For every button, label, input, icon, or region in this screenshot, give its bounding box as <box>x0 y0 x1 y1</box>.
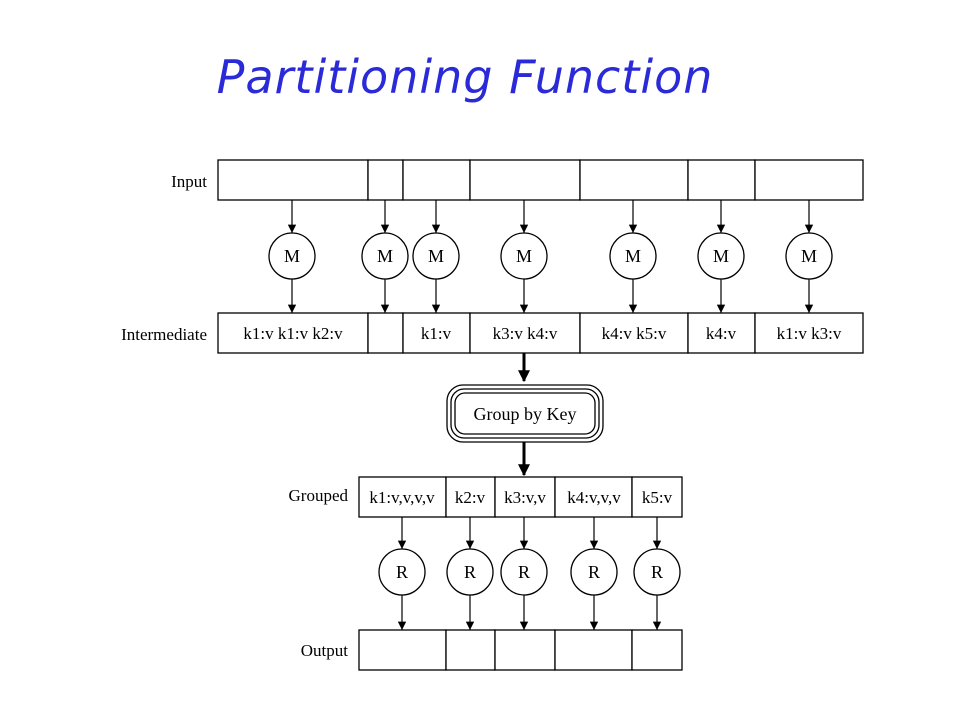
reduce-node: R <box>446 548 494 596</box>
intermediate-cell-text: k4:v k5:v <box>602 324 667 343</box>
reduce-node: R <box>500 548 548 596</box>
intermediate-row: k1:v k1:v k2:v k1:v k3:v k4:v k4:v k5:v … <box>217 312 864 354</box>
map-node-label: M <box>625 246 641 266</box>
map-node: M <box>500 232 548 280</box>
map-node-label: M <box>713 246 729 266</box>
grouped-row: k1:v,v,v,v k2:v k3:v,v k4:v,v,v k5:v <box>358 476 683 518</box>
intermediate-cell <box>217 312 369 354</box>
row-label-grouped: Grouped <box>289 486 349 505</box>
input-cell <box>367 159 404 201</box>
input-row <box>217 159 864 201</box>
group-by-key-node: Group by Key <box>446 384 604 443</box>
intermediate-cell <box>579 312 689 354</box>
map-node: M <box>697 232 745 280</box>
grouped-cell <box>494 476 556 518</box>
grouped-cell <box>358 476 447 518</box>
output-cell <box>358 629 447 671</box>
output-cell <box>554 629 633 671</box>
row-label-input: Input <box>171 172 207 191</box>
input-cell <box>579 159 689 201</box>
reduce-to-output-arrows <box>397 595 662 630</box>
intermediate-cell <box>367 312 404 354</box>
reduce-node: R <box>378 548 426 596</box>
row-label-output: Output <box>301 641 349 660</box>
map-node: M <box>268 232 316 280</box>
output-cell <box>631 629 683 671</box>
row-label-intermediate: Intermediate <box>121 325 207 344</box>
intermediate-cell <box>687 312 756 354</box>
slide-title: Partitioning Function <box>216 50 714 104</box>
map-node: M <box>785 232 833 280</box>
reduce-node-label: R <box>518 562 530 582</box>
reduce-node-label: R <box>464 562 476 582</box>
intermediate-cell-text: k3:v k4:v <box>493 324 558 343</box>
output-cell <box>494 629 556 671</box>
input-cell <box>687 159 756 201</box>
reduce-node: R <box>633 548 681 596</box>
intermediate-cell-text: k4:v <box>706 324 737 343</box>
reduce-node-label: R <box>396 562 408 582</box>
reduce-node: R <box>570 548 618 596</box>
map-node: M <box>609 232 657 280</box>
output-cell <box>445 629 496 671</box>
grouped-cell-text: k2:v <box>455 488 486 507</box>
map-to-intermediate-arrows <box>287 279 814 313</box>
output-row <box>358 629 683 671</box>
map-node-label: M <box>377 246 393 266</box>
reduce-node-label: R <box>588 562 600 582</box>
intermediate-cell <box>754 312 864 354</box>
reduce-node-label: R <box>651 562 663 582</box>
input-cell <box>469 159 581 201</box>
intermediate-cell-text: k1:v k1:v k2:v <box>243 324 343 343</box>
group-by-key-label: Group by Key <box>474 404 577 424</box>
intermediate-cell <box>469 312 581 354</box>
map-node-label: M <box>428 246 444 266</box>
map-node-label: M <box>516 246 532 266</box>
map-node: M <box>361 232 409 280</box>
input-cell <box>402 159 471 201</box>
grouped-cell-text: k1:v,v,v,v <box>369 488 435 507</box>
intermediate-cell-text: k1:v k3:v <box>777 324 842 343</box>
reduce-nodes: R R R R R <box>378 548 681 596</box>
map-node-label: M <box>801 246 817 266</box>
grouped-cell-text: k3:v,v <box>504 488 546 507</box>
input-to-map-arrows <box>287 200 814 233</box>
grouped-cell <box>445 476 496 518</box>
grouped-cell <box>631 476 683 518</box>
input-cell <box>754 159 864 201</box>
grouped-cell-text: k4:v,v,v <box>567 488 621 507</box>
input-cell <box>217 159 369 201</box>
map-nodes: M M M M M M M <box>268 232 833 280</box>
grouped-to-reduce-arrows <box>397 517 662 549</box>
grouped-cell-text: k5:v <box>642 488 673 507</box>
intermediate-cell-text: k1:v <box>421 324 452 343</box>
map-node: M <box>412 232 460 280</box>
map-node-label: M <box>284 246 300 266</box>
